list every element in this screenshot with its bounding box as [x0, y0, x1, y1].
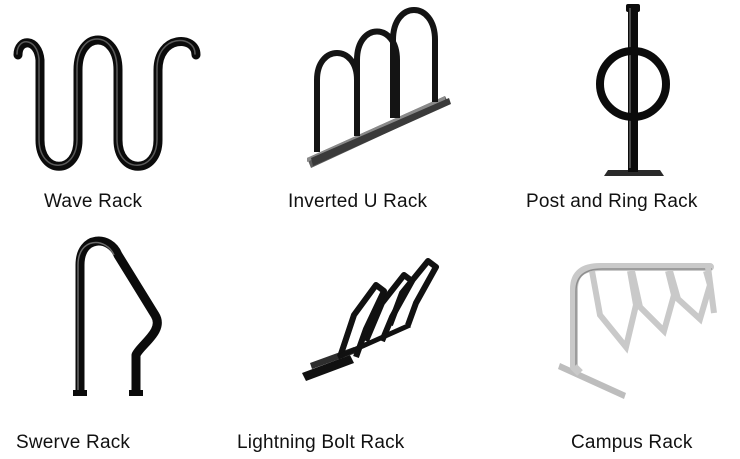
post-and-ring-rack-image — [560, 0, 700, 190]
lightning-bolt-rack-image — [290, 245, 450, 395]
inverted-u-rack-image — [295, 0, 465, 190]
lightning-bolt-rack-label: Lightning Bolt Rack — [237, 432, 405, 453]
wave-rack-image — [0, 0, 230, 190]
wave-rack-label: Wave Rack — [44, 191, 143, 212]
inverted-u-rack-label: Inverted U Rack — [288, 191, 428, 212]
swerve-rack-image — [0, 235, 230, 405]
campus-rack-label: Campus Rack — [571, 432, 693, 453]
swerve-rack-label: Swerve Rack — [16, 432, 131, 453]
campus-rack-image — [540, 255, 730, 415]
post-and-ring-rack-label: Post and Ring Rack — [526, 191, 698, 212]
